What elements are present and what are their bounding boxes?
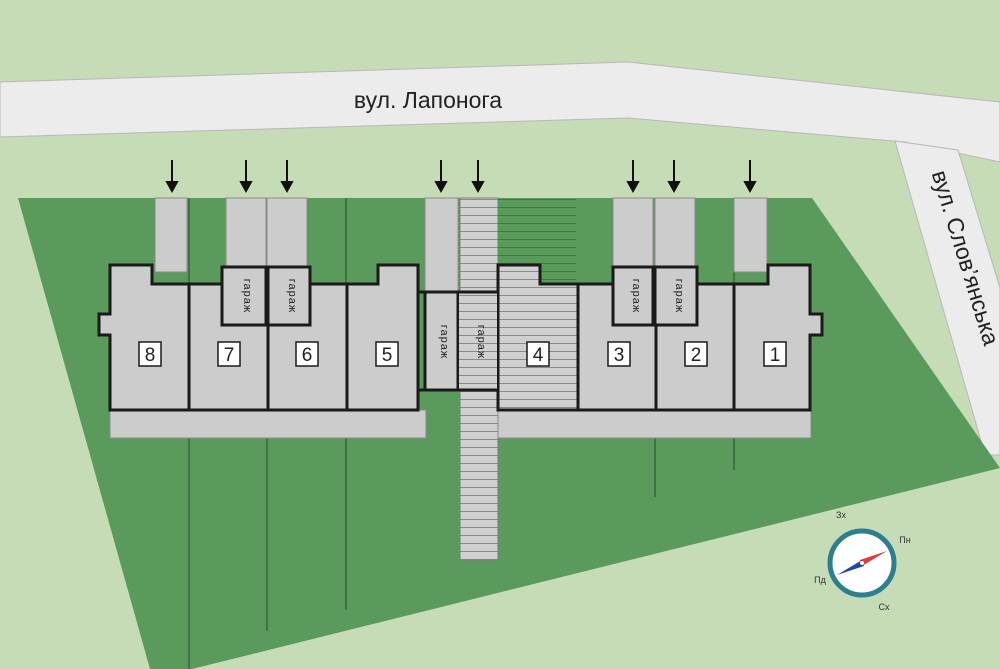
garage-7-outline: [220, 265, 268, 327]
compass-label-west: Зх: [836, 510, 846, 520]
entrance-arrow-icon: [239, 160, 253, 194]
entrance-arrow-icon: [626, 160, 640, 194]
entrance-arrow-icon: [743, 160, 757, 194]
garage-label-3: гараж: [630, 279, 642, 313]
garage-labels: гараж гараж гараж гараж гараж гараж: [241, 279, 685, 359]
unit-4-outline: [496, 263, 580, 412]
compass-label-south: Пд: [814, 575, 826, 585]
entrance-arrow-icon: [471, 160, 485, 194]
entrance-arrow-icon: [434, 160, 448, 194]
entrance-arrow-icon: [165, 160, 179, 194]
compass-needle-north: [860, 551, 887, 566]
compass-icon: Зх Пн Пд Сх: [814, 510, 911, 612]
compass-needle-south: [837, 560, 864, 575]
garage-label-4: гараж: [475, 325, 487, 359]
entrance-arrow-icon: [280, 160, 294, 194]
unit-8-outline: [97, 263, 191, 412]
entrance-arrow-icon: [667, 160, 681, 194]
unit-number-1: 1: [770, 345, 781, 366]
connector-hatched: [457, 291, 499, 391]
unit-number-7: 7: [224, 345, 235, 366]
unit-number-4: 4: [533, 345, 544, 366]
street-label-laponoga: вул. Лапонога: [354, 87, 502, 113]
garage-3-outline: [611, 265, 655, 327]
unit-number-8: 8: [145, 345, 156, 366]
garage-label-6: гараж: [286, 279, 298, 313]
garage-label-7: гараж: [241, 279, 253, 313]
garage-label-2: гараж: [673, 279, 685, 313]
driveways: [154, 197, 768, 293]
terraces: [109, 409, 812, 439]
unit-number-3: 3: [614, 345, 625, 366]
garage-label-5: гараж: [438, 325, 450, 359]
unit-number-2: 2: [691, 345, 702, 366]
unit-numbers: 8 7 6 5 4 3 2 1: [138, 341, 787, 367]
entrance-arrows: [165, 160, 757, 194]
unit-5-outline: [345, 263, 420, 412]
unit-number-6: 6: [302, 345, 313, 366]
compass-label-north: Пн: [899, 535, 910, 545]
street-slovianska: [894, 140, 1000, 456]
compass-label-east: Сх: [879, 602, 890, 612]
garage-2-outline: [653, 265, 699, 327]
unit-number-5: 5: [382, 345, 393, 366]
unit-1-outline: [732, 263, 824, 412]
building-block: [97, 263, 824, 412]
garage-6-outline: [266, 265, 312, 327]
